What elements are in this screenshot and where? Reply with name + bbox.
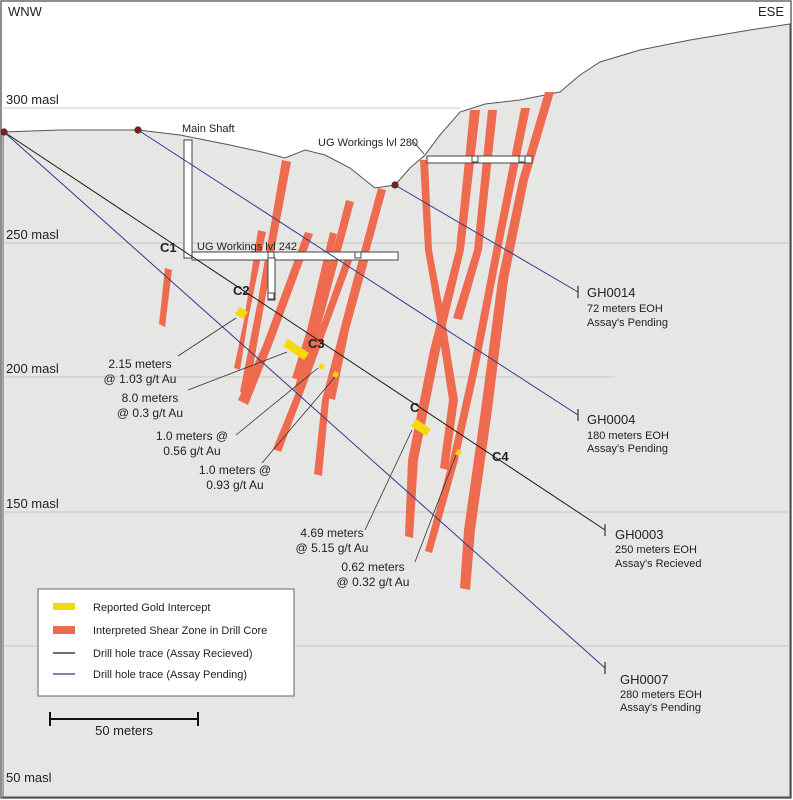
intercept-line1: 8.0 meters xyxy=(122,391,179,405)
hole-status: Assay's Pending xyxy=(587,317,668,329)
hole-status: Assay's Pending xyxy=(587,443,668,455)
scale-bar xyxy=(49,712,199,726)
legend-box xyxy=(37,588,295,697)
hole-status: Assay's Recieved xyxy=(615,558,701,570)
hole-name-gh0004: GH0004 xyxy=(587,412,635,427)
legend: Reported Gold Intercept Interpreted Shea… xyxy=(37,588,295,697)
shear-zone xyxy=(159,268,172,327)
gold-intercept-093 xyxy=(332,371,339,378)
shear-zone xyxy=(240,160,291,395)
hole-status: Assay's Pending xyxy=(620,702,701,714)
hole-name-gh0014: GH0014 xyxy=(587,285,635,300)
hole-length: 72 meters EOH xyxy=(587,303,663,315)
intercept-line2: 0.56 g/t Au xyxy=(163,444,220,458)
intercept-line2: @ 5.15 g/t Au xyxy=(296,541,369,555)
marker-c2: C2 xyxy=(233,283,250,298)
intercept-line2: @ 0.3 g/t Au xyxy=(117,406,183,420)
legend-label: Interpreted Shear Zone in Drill Core xyxy=(93,625,267,637)
intercept-line1: 1.0 meters @ xyxy=(156,429,228,443)
shear-zone xyxy=(294,200,354,393)
workings-lvl-280 xyxy=(426,155,533,164)
legend-label: Drill hole trace (Assay Pending) xyxy=(93,669,247,681)
orientation-left: WNW xyxy=(8,4,43,19)
shear-zone xyxy=(425,108,530,553)
gold-intercept-c3 xyxy=(283,339,309,360)
drill-trace-gh0003[interactable] xyxy=(3,131,606,531)
workings-280-label: UG Workings lvl 280 xyxy=(318,137,418,149)
shear-zone xyxy=(273,255,353,452)
hole-length: 280 meters EOH xyxy=(620,689,702,701)
gold-intercept-c2 xyxy=(235,307,248,319)
leader-line xyxy=(261,376,336,464)
leader-line xyxy=(187,351,288,391)
legend-swatch-shear xyxy=(53,626,75,634)
gold-intercept-c xyxy=(411,419,431,436)
legend-label: Drill hole trace (Assay Recieved) xyxy=(93,648,253,660)
collars xyxy=(0,126,399,189)
collar-marker xyxy=(391,181,399,189)
shear-zone xyxy=(327,252,370,400)
marker-c3: C3 xyxy=(308,336,325,351)
hole-length: 180 meters EOH xyxy=(587,430,669,442)
callout-leaders xyxy=(177,139,457,563)
drill-holes xyxy=(3,129,606,669)
hole-name-gh0007: GH0007 xyxy=(620,672,668,687)
gold-intercept-c4 xyxy=(455,449,462,456)
elevation-label: 300 masl xyxy=(6,92,59,107)
elevation-label: 250 masl xyxy=(6,227,59,242)
intercept-line1: 4.69 meters xyxy=(300,526,363,540)
drill-trace-gh0014[interactable] xyxy=(394,184,579,293)
elevation-label: 150 masl xyxy=(6,496,59,511)
collar-marker xyxy=(0,128,8,136)
shear-zone xyxy=(234,230,266,370)
intercept-line1: 0.62 meters xyxy=(341,560,404,574)
scale-bar-label: 50 meters xyxy=(95,723,153,738)
intercept-line1: 2.15 meters xyxy=(108,357,171,371)
drill-trace-gh0007[interactable] xyxy=(3,131,606,669)
marker-c: C xyxy=(410,400,420,415)
shear-zone xyxy=(238,232,313,405)
hole-length: 250 meters EOH xyxy=(615,544,697,556)
workings-junction xyxy=(267,292,275,300)
intercept-line2: @ 1.03 g/t Au xyxy=(104,372,177,386)
marker-c1: C1 xyxy=(160,240,177,255)
main-shaft-label: Main Shaft xyxy=(182,123,235,135)
workings-lvl-242 xyxy=(191,251,399,261)
shear-zone xyxy=(420,160,458,470)
end-of-hole-ticks xyxy=(577,286,606,674)
marker-c4: C4 xyxy=(492,449,509,464)
intercept-line1: 1.0 meters @ xyxy=(199,463,271,477)
elevation-label: 200 masl xyxy=(6,361,59,376)
hole-name-gh0003: GH0003 xyxy=(615,527,663,542)
drill-trace-gh0004[interactable] xyxy=(137,129,579,416)
leader-line xyxy=(364,429,413,531)
workings-junction xyxy=(354,251,362,259)
shear-zone xyxy=(314,188,386,476)
orientation-right: ESE xyxy=(758,4,784,19)
main-shaft xyxy=(183,139,193,259)
gold-intercept-056 xyxy=(318,363,325,370)
gold-intercepts xyxy=(235,307,462,456)
leader-line xyxy=(414,454,457,563)
workings-junction xyxy=(471,155,479,163)
leader-line xyxy=(235,367,319,436)
intercept-line2: @ 0.32 g/t Au xyxy=(337,575,410,589)
collar-marker xyxy=(134,126,142,134)
shear-zone xyxy=(460,92,554,590)
legend-label: Reported Gold Intercept xyxy=(93,602,210,614)
legend-swatch-gold xyxy=(53,603,75,610)
underground-workings xyxy=(183,139,533,301)
leader-line xyxy=(411,139,425,155)
intercept-line2: 0.93 g/t Au xyxy=(206,478,263,492)
workings-junction xyxy=(518,155,526,163)
elevation-label: 50 masl xyxy=(6,770,52,785)
workings-junction xyxy=(267,251,275,259)
leader-line xyxy=(177,317,237,357)
shear-zone xyxy=(292,232,337,380)
workings-242-label: UG Workings lvl 242 xyxy=(197,241,297,253)
